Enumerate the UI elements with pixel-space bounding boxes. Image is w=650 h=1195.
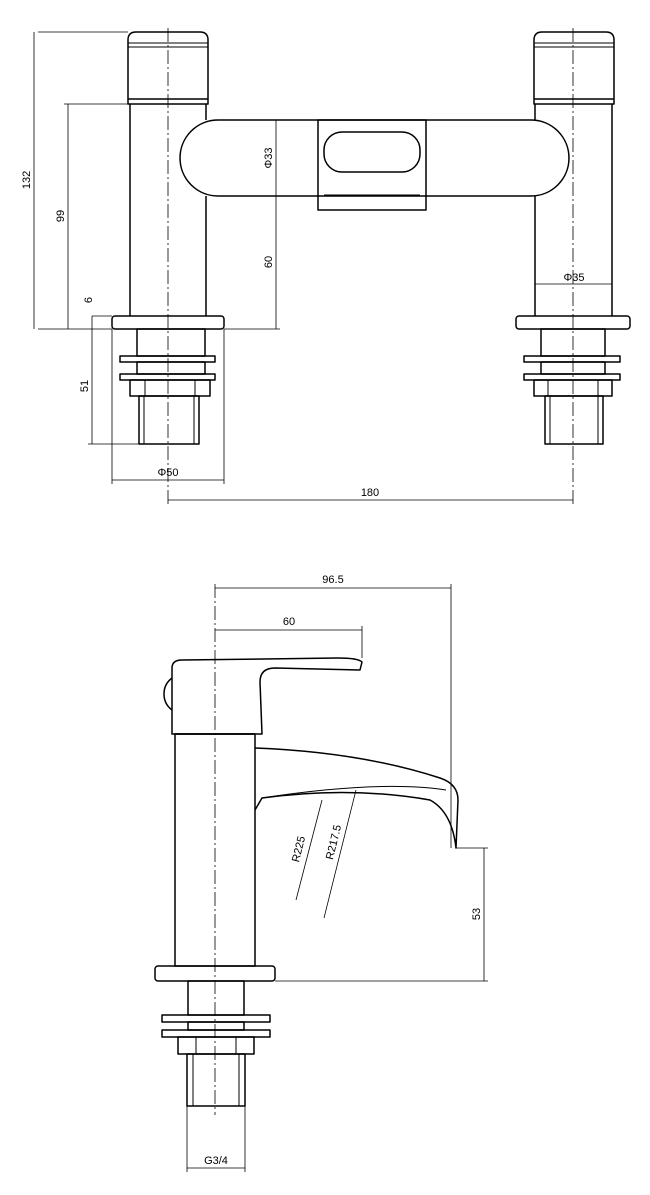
label-flange-diameter: Φ50 [157,467,178,479]
lever-handle [163,657,363,735]
label-spout-height: 53 [471,908,483,920]
label-handle-reach: 60 [283,616,295,628]
dim-spout-radii: R225 R217.5 [290,789,357,919]
front-view: 132 99 Φ33 60 Φ35 6 [21,28,631,505]
left-shank-assembly [119,328,216,445]
label-spout-reach: 96.5 [322,574,343,586]
label-pillar-diameter: Φ35 [563,272,584,284]
left-handle-cap [127,31,209,105]
label-flange-thickness: 6 [83,297,95,303]
right-handle-cap [533,31,615,105]
dim-pillar-diameter-35: Φ35 [535,272,612,285]
dim-spout-height-53: 53 [275,847,488,982]
label-height-132: 132 [21,171,33,189]
spout-outlet [317,119,427,211]
bridge-body [179,119,570,197]
dim-thread-g3-4: G3/4 [186,1106,246,1172]
left-pillar [129,104,207,316]
side-view: 96.5 60 R225 R217.5 53 G3/4 [154,574,488,1172]
label-body-diameter: Φ33 [263,147,275,168]
right-pillar [534,104,613,316]
side-shank-assembly [161,980,271,1107]
dim-handle-reach-60: 60 [215,616,363,658]
label-shank-length: 51 [79,380,91,392]
label-radius-outer: R225 [290,835,308,863]
dim-height-60-front: 60 [224,196,280,330]
label-centres: 180 [361,487,379,499]
dim-height-99: 99 [55,103,128,329]
label-thread-size: G3/4 [204,1155,228,1167]
label-height-60: 60 [263,256,275,268]
dim-shank-51: 51 [79,316,139,445]
dim-centres-180: 180 [168,487,573,501]
dim-body-diameter-33: Φ33 [263,120,277,196]
cascade-spout [254,747,459,849]
dim-spout-reach-96-5: 96.5 [215,574,452,848]
label-height-99: 99 [55,210,67,222]
dim-flange-diameter-50: Φ50 [111,329,225,484]
dim-flange-6: 6 [83,297,112,317]
right-shank-assembly [523,328,621,445]
label-radius-inner: R217.5 [324,824,344,861]
dim-height-132: 132 [21,31,128,330]
